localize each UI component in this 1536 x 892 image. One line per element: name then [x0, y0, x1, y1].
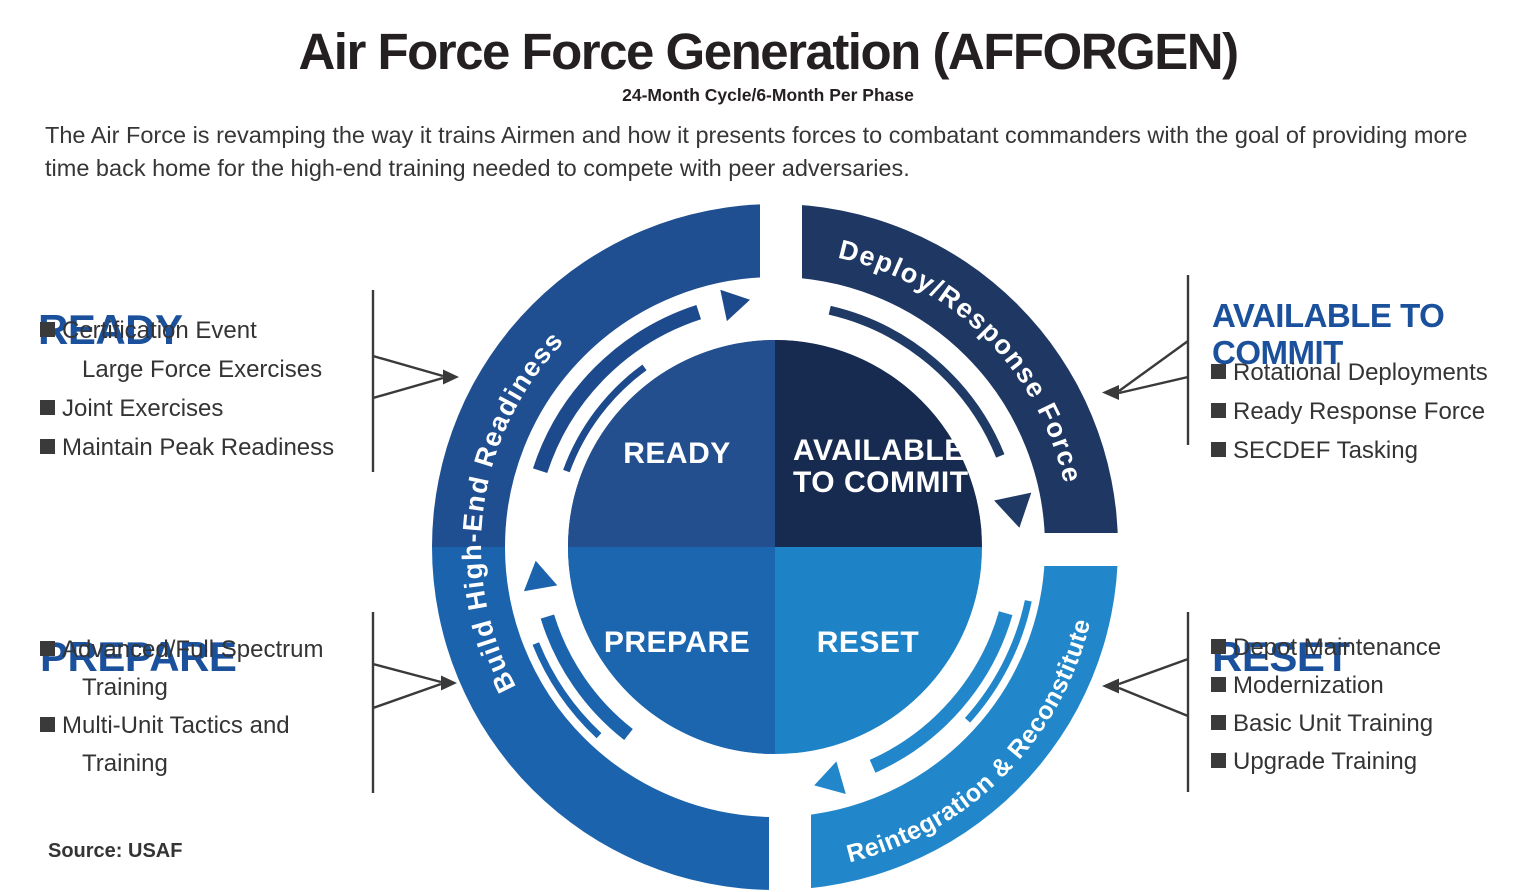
prepare-panel-heading: PREPARE [40, 632, 237, 680]
afforgen-cycle-wheel: Deploy/Response Force Build High-End Rea… [432, 201, 1134, 892]
list-item: Joint Exercises [40, 395, 334, 434]
list-item-label: Basic Unit Training [1233, 710, 1434, 737]
list-item-label: Multi-Unit Tactics and [62, 712, 290, 739]
list-item: Large Force Exercises [40, 356, 334, 395]
available-panel-heading: AVAILABLE TO COMMIT [1212, 297, 1445, 372]
quadrant-available [775, 340, 982, 547]
list-item: SECDEF Tasking [1211, 437, 1488, 476]
list-item-label: Rotational Deployments [1233, 359, 1488, 386]
list-item-label: Maintain Peak Readiness [62, 434, 335, 461]
quadrant-ready [568, 340, 775, 547]
list-item: Multi-Unit Tactics and [40, 712, 323, 750]
quadrant-label-ready: READY [623, 437, 731, 470]
bullet-square-icon [40, 400, 55, 415]
list-item: Ready Response Force [1211, 398, 1488, 437]
intro-paragraph: The Air Force is revamping the way it tr… [45, 122, 1468, 181]
ready-panel-list: Certification Event Large Force Exercise… [40, 317, 334, 473]
list-item: Advanced/Full Spectrum [40, 636, 323, 674]
list-item-label: Depot Maintenance [1233, 634, 1442, 661]
bullet-square-icon [1211, 677, 1226, 692]
list-item: Basic Unit Training [1211, 710, 1441, 748]
bullet-square-icon [1211, 442, 1226, 457]
bullet-square-icon [40, 322, 55, 337]
bullet-square-icon [1211, 403, 1226, 418]
quadrant-reset [775, 547, 982, 754]
list-item: Depot Maintenance [1211, 634, 1441, 672]
page-subtitle: 24-Month Cycle/6-Month Per Phase [622, 85, 914, 105]
quadrant-label-available-line1: AVAILABLE [793, 434, 965, 467]
quadrant-prepare [568, 547, 775, 754]
bullet-square-icon [40, 641, 55, 656]
white-cycle-band [505, 277, 1045, 817]
list-item-label: Modernization [1233, 672, 1384, 699]
bullet-square-icon [1211, 753, 1226, 768]
bullet-square-icon [1211, 639, 1226, 654]
list-item-label: Certification Event [62, 317, 257, 344]
reset-panel-list: Depot Maintenance Modernization Basic Un… [1211, 634, 1441, 786]
prepare-panel-list: Advanced/Full Spectrum Training Multi-Un… [40, 636, 323, 788]
bullet-square-icon [40, 717, 55, 732]
list-item-label: SECDEF Tasking [1233, 437, 1418, 464]
list-item-label: Training [82, 750, 168, 777]
list-item: Upgrade Training [1211, 748, 1441, 786]
bullet-square-icon [1211, 364, 1226, 379]
list-item-label: Advanced/Full Spectrum [62, 636, 324, 663]
clockwise-arrow-top-right-icon [828, 305, 1032, 528]
available-panel-list: Rotational Deployments Ready Response Fo… [1211, 359, 1488, 476]
list-item-label: Large Force Exercises [82, 356, 323, 383]
ready-panel-heading: READY [38, 305, 183, 353]
source-note: Source: USAF [48, 840, 183, 862]
list-item: Training [40, 674, 323, 712]
bullet-square-icon [40, 439, 55, 454]
list-item: Rotational Deployments [1211, 359, 1488, 398]
reset-panel-heading: RESET [1212, 632, 1350, 680]
bullet-square-icon [1211, 715, 1226, 730]
clockwise-arrow-bottom-left-icon [523, 560, 633, 741]
quadrant-label-available-line2: TO COMMIT [793, 466, 969, 499]
list-item: Maintain Peak Readiness [40, 434, 334, 473]
list-item-label: Training [82, 674, 168, 701]
list-item-label: Upgrade Training [1233, 748, 1418, 775]
list-item-label: Ready Response Force [1233, 398, 1486, 425]
quadrant-label-reset: RESET [817, 626, 920, 659]
clockwise-arrow-top-left-icon [532, 289, 750, 474]
list-item-label: Joint Exercises [62, 395, 224, 422]
list-item: Training [40, 750, 323, 788]
list-item: Modernization [1211, 672, 1441, 710]
quadrant-label-prepare: PREPARE [604, 626, 750, 659]
clockwise-arrow-bottom-right-icon [814, 600, 1032, 794]
page-title: Air Force Force Generation (AFFORGEN) [298, 23, 1239, 80]
list-item: Certification Event [40, 317, 334, 356]
